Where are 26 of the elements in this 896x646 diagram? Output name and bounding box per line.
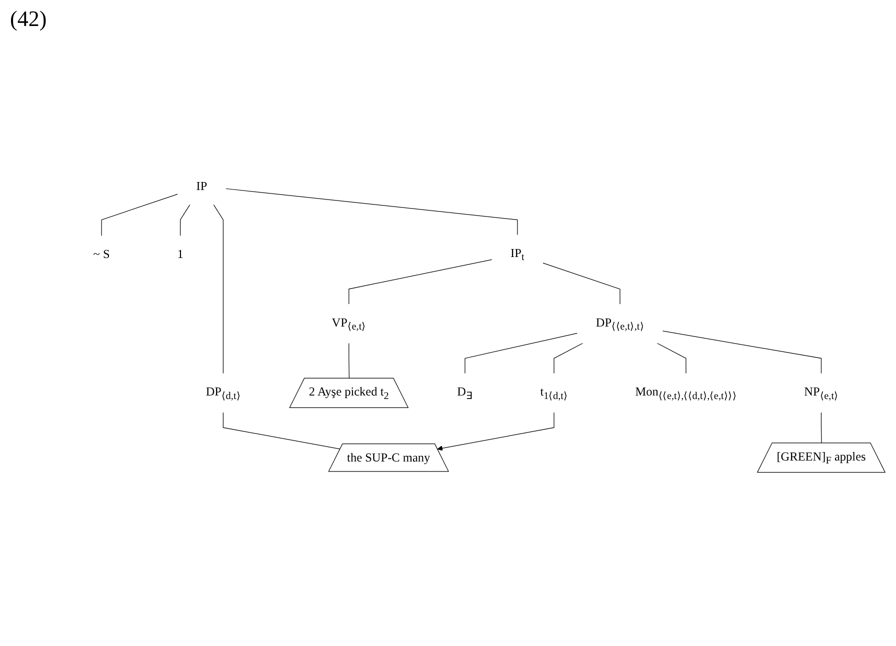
- node-text: 1: [177, 248, 184, 262]
- node-text: DP$_{⟨d,t⟩}$: [206, 385, 241, 402]
- connector: [348, 342, 350, 379]
- connector: [656, 342, 686, 374]
- node-text: NP$_{⟨e,t⟩}$: [804, 385, 838, 402]
- node-text: DP$_{⟨⟨e,t⟩,t⟩}$: [596, 316, 644, 332]
- node-text: IP: [196, 179, 208, 193]
- connector: [180, 204, 190, 236]
- example-number: (42): [10, 6, 47, 32]
- connector: [554, 342, 584, 374]
- connector: [542, 262, 620, 305]
- node-text: D$_{∃}$: [457, 385, 473, 402]
- connector: [222, 412, 341, 450]
- arrow: [437, 412, 554, 451]
- connector: [213, 204, 224, 374]
- node-text: ~ S: [93, 248, 110, 262]
- connector: [820, 412, 822, 444]
- connector: [464, 332, 578, 374]
- connector: [225, 188, 518, 236]
- connector: [662, 330, 822, 374]
- connector: [101, 194, 178, 236]
- node-text: VP$_{⟨e,t⟩}$: [332, 316, 366, 332]
- node-text: IP$_{t}$: [510, 246, 524, 263]
- node-text: Mon$_{⟨⟨e,t⟩,⟨⟨d,t⟩,⟨e,t⟩⟩⟩}$: [635, 385, 737, 402]
- node-text: t$_{1⟨d,t⟩}$: [540, 385, 568, 402]
- connector: [348, 259, 492, 305]
